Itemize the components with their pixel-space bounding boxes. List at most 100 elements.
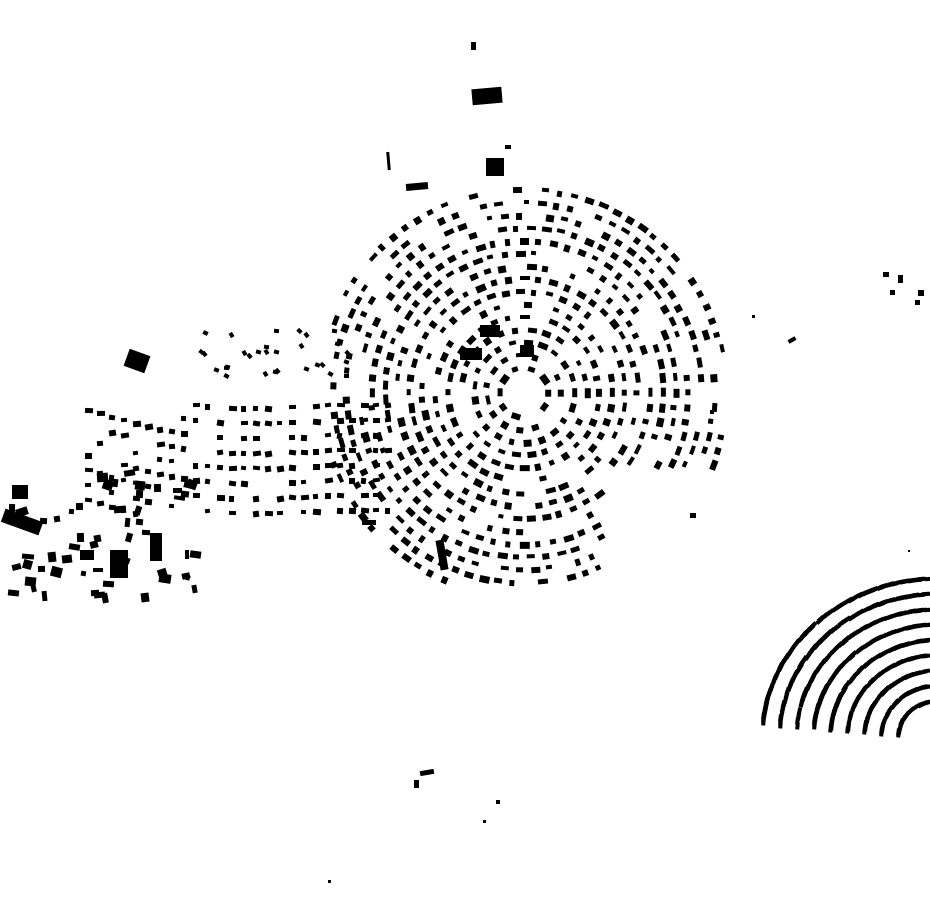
building [607, 403, 616, 413]
building [752, 315, 755, 318]
building [607, 373, 616, 384]
building [47, 551, 57, 563]
building [545, 565, 553, 570]
building [601, 231, 612, 241]
building [450, 358, 460, 370]
building [580, 569, 589, 577]
building [497, 388, 502, 397]
building [883, 272, 889, 277]
building [360, 402, 369, 408]
building [577, 322, 585, 331]
building [713, 331, 721, 338]
building [471, 560, 480, 567]
building [489, 538, 497, 546]
building [401, 552, 412, 564]
building [400, 239, 411, 250]
building [417, 243, 426, 252]
building [633, 269, 642, 278]
building [347, 308, 357, 320]
building [362, 520, 376, 525]
building [92, 568, 103, 573]
building [474, 367, 481, 375]
building [252, 495, 260, 503]
building [475, 493, 487, 503]
building [180, 445, 187, 453]
building [360, 507, 370, 514]
building [573, 558, 582, 567]
building [482, 422, 492, 432]
building [632, 236, 641, 245]
building [414, 780, 419, 788]
building [497, 264, 507, 273]
building [411, 300, 420, 309]
building [360, 477, 367, 484]
building [501, 527, 510, 535]
building [382, 380, 388, 390]
building [404, 310, 414, 321]
building [423, 306, 432, 316]
building [192, 417, 199, 423]
building [264, 465, 272, 473]
building [486, 484, 494, 492]
building [447, 254, 458, 264]
building [61, 554, 73, 564]
building [395, 373, 401, 382]
building [372, 447, 379, 454]
building [549, 538, 557, 545]
building [563, 243, 571, 252]
building [120, 477, 127, 484]
building [406, 389, 412, 396]
building [454, 449, 464, 459]
building [890, 290, 895, 295]
building [411, 495, 422, 506]
building [562, 493, 574, 504]
building [153, 484, 161, 492]
building [360, 417, 369, 423]
building [422, 271, 432, 280]
building [389, 249, 400, 259]
building [574, 359, 582, 367]
building [541, 265, 548, 272]
building [341, 453, 349, 462]
building [460, 348, 482, 360]
building [276, 420, 283, 425]
building [24, 576, 36, 588]
building [545, 291, 554, 298]
building [454, 540, 464, 548]
building [288, 494, 297, 501]
building [587, 333, 596, 342]
building [384, 402, 391, 409]
building [414, 318, 422, 327]
building [489, 499, 498, 507]
building [53, 515, 61, 523]
building [468, 232, 478, 241]
building [397, 417, 406, 428]
building [530, 424, 540, 432]
building [246, 353, 253, 360]
building [192, 462, 199, 469]
building [386, 485, 394, 493]
building [140, 592, 150, 603]
building [216, 449, 223, 456]
building [570, 232, 578, 241]
building [599, 307, 610, 317]
building [348, 507, 357, 514]
building [424, 424, 434, 434]
building [575, 486, 585, 496]
building [550, 427, 560, 437]
building [621, 293, 631, 302]
building [530, 251, 537, 256]
building [498, 402, 509, 413]
building [537, 435, 547, 445]
building [395, 279, 406, 290]
building [668, 315, 678, 327]
building [336, 462, 344, 468]
building [336, 492, 344, 499]
building [21, 559, 34, 571]
building [597, 243, 606, 252]
building [493, 345, 503, 355]
building [571, 388, 578, 398]
building [652, 344, 661, 354]
building [216, 495, 225, 501]
